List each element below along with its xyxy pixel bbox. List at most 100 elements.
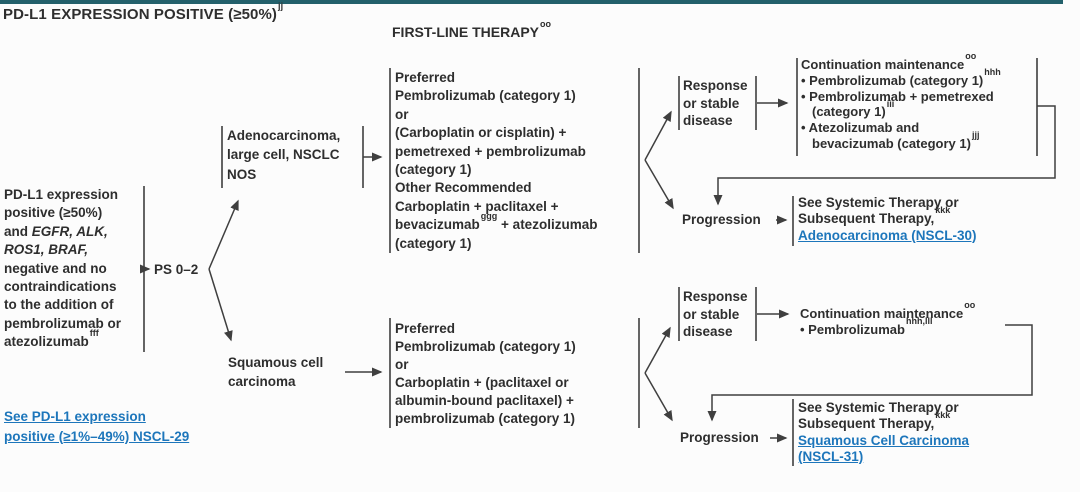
link-line: Squamous Cell Carcinoma bbox=[798, 432, 970, 448]
preferred-heading: Preferred bbox=[395, 70, 456, 85]
text-line: contraindications bbox=[4, 279, 117, 295]
text-run: (category 1) bbox=[812, 104, 886, 120]
maintenance-heading: Continuation maintenanceoo bbox=[800, 301, 975, 322]
text-line: (Carboplatin or cisplatin) + bbox=[395, 125, 567, 141]
footnote: fff bbox=[89, 328, 99, 339]
bullet-item: • Pembrolizumabhhh,lll bbox=[800, 317, 975, 338]
text-run: Continuation maintenance bbox=[800, 306, 964, 321]
adenocarcinoma-label: Adenocarcinoma, large cell, NSCLC NOS bbox=[227, 126, 340, 184]
preferred-heading: Preferred bbox=[395, 321, 456, 336]
top-border-rule bbox=[0, 0, 1063, 4]
text-run: • Pembrolizumab bbox=[800, 322, 905, 337]
link-nscl-29[interactable]: See PD-L1 expression positive (≥1%–49%) … bbox=[4, 407, 189, 446]
text-line: disease bbox=[683, 324, 733, 340]
text-line: Adenocarcinoma, bbox=[227, 128, 341, 143]
text-line: Subsequent Therapy,kkk bbox=[798, 206, 977, 227]
text-run: atezolizumab bbox=[4, 334, 89, 350]
text-run: bevacizumab (category 1) bbox=[812, 135, 971, 151]
text-line: large cell, NSCLC bbox=[227, 147, 340, 163]
text-run: Subsequent Therapy, bbox=[798, 211, 935, 227]
footnote: oo bbox=[965, 51, 977, 62]
criteria-box: PD-L1 expression positive (≥50%) and EGF… bbox=[4, 186, 146, 352]
response-stable-label-top: Response or stable disease bbox=[683, 77, 748, 130]
link-nscl-31[interactable]: Squamous Cell Carcinoma (NSCL-31) bbox=[798, 433, 969, 466]
progression-label-bottom: Progression bbox=[680, 430, 759, 445]
text-line: Response bbox=[683, 78, 748, 93]
text-run: and bbox=[4, 223, 32, 239]
text-line: Carboplatin + paclitaxel + bbox=[395, 198, 559, 214]
text-line: pembrolizumab (category 1) bbox=[395, 411, 576, 426]
feedback-line-top bbox=[713, 105, 1056, 206]
link-nscl-30[interactable]: Adenocarcinoma (NSCL-30) bbox=[798, 227, 977, 243]
link-line: (NSCL-31) bbox=[798, 448, 864, 464]
performance-status-label: PS 0–2 bbox=[154, 262, 199, 277]
text-run: • Pembrolizumab (category 1) bbox=[801, 72, 984, 88]
text-line: See Systemic Therapy or bbox=[798, 195, 959, 210]
first-line-therapy-heading: FIRST-LINE THERAPYoo bbox=[392, 19, 551, 41]
text-line: Pembrolizumab (category 1) bbox=[395, 88, 576, 104]
text-line: pembrolizumab or bbox=[4, 315, 122, 331]
text-run: + atezolizumab bbox=[497, 217, 598, 233]
feedback-lines bbox=[707, 105, 1056, 422]
text-run: bevacizumab bbox=[395, 217, 480, 233]
text-line: atezolizumabfff bbox=[4, 329, 146, 351]
see-therapy-box-adeno: See Systemic Therapy or Subsequent Thera… bbox=[798, 195, 977, 244]
footnote: ggg bbox=[480, 211, 498, 222]
title-text: PD-L1 EXPRESSION POSITIVE (≥50%) bbox=[3, 6, 277, 23]
text-line: or bbox=[395, 106, 409, 122]
bullet-item: • Pembrolizumab + pemetrexed bbox=[801, 88, 994, 104]
bullet-item-continuation: (category 1)iii bbox=[801, 99, 1001, 120]
text-line: (category 1) bbox=[395, 162, 472, 178]
footnote: kkk bbox=[935, 410, 951, 421]
link-line: See PD-L1 expression bbox=[4, 409, 146, 424]
footnote: jjj bbox=[971, 130, 980, 141]
text-line: PD-L1 expression bbox=[4, 187, 119, 202]
bullet-item-continuation: bevacizumab (category 1)jjj bbox=[801, 131, 1001, 152]
text-line: Pembrolizumab (category 1) bbox=[395, 339, 576, 354]
text-line: albumin-bound paclitaxel) + bbox=[395, 393, 574, 408]
text-line: disease bbox=[683, 113, 733, 129]
bullet-item: • Atezolizumab and bbox=[801, 120, 920, 136]
footnote: kkk bbox=[935, 205, 951, 216]
link-line: positive (≥1%–49%) NSCL-29 bbox=[4, 428, 190, 444]
response-stable-label-bottom: Response or stable disease bbox=[683, 288, 748, 341]
text-line: Carboplatin + (paclitaxel or bbox=[395, 375, 569, 390]
gene-names: EGFR, ALK, bbox=[31, 223, 108, 239]
text-line: bevacizumabggg + atezolizumab bbox=[395, 212, 598, 234]
bullet-item: • Pembrolizumab (category 1)hhh bbox=[801, 67, 1001, 89]
text-line: NOS bbox=[227, 166, 257, 182]
see-therapy-box-squamous: See Systemic Therapy or Subsequent Thera… bbox=[798, 400, 969, 465]
squamous-regimen-box: Preferred Pembrolizumab (category 1) or … bbox=[395, 320, 576, 428]
text-line: and EGFR, ALK, bbox=[4, 223, 146, 241]
footnote: hhh bbox=[984, 66, 1001, 77]
text-line: (category 1) bbox=[395, 235, 472, 251]
footnote: hhh,lll bbox=[905, 316, 933, 327]
text-line: to the addition of bbox=[4, 297, 114, 313]
text-line: Subsequent Therapy,kkk bbox=[798, 411, 969, 432]
gene-names: ROS1, BRAF, bbox=[4, 242, 89, 258]
text-line: See Systemic Therapy or bbox=[798, 400, 959, 415]
heading-text: FIRST-LINE THERAPY bbox=[392, 24, 540, 40]
title-footnote: jj bbox=[278, 0, 284, 11]
maintenance-box-squamous: Continuation maintenanceoo • Pembrolizum… bbox=[800, 301, 975, 338]
bracket-bars bbox=[143, 58, 1038, 466]
heading-footnote: oo bbox=[540, 18, 552, 29]
text-run: Continuation maintenance bbox=[801, 57, 965, 72]
text-line: carcinoma bbox=[228, 374, 296, 389]
text-line: ROS1, BRAF, bbox=[4, 241, 146, 259]
maintenance-heading: Continuation maintenanceoo bbox=[801, 52, 1001, 73]
text-line: Response bbox=[683, 289, 748, 304]
feedback-line-bottom bbox=[707, 324, 1033, 422]
footnote: oo bbox=[964, 300, 976, 311]
squamous-label: Squamous cell carcinoma bbox=[228, 353, 323, 391]
adeno-regimen-box: Preferred Pembrolizumab (category 1) or … bbox=[395, 69, 597, 253]
footnote: iii bbox=[886, 98, 895, 109]
text-line: positive (≥50%) bbox=[4, 205, 103, 221]
text-line: or stable bbox=[683, 306, 740, 322]
text-line: or stable bbox=[683, 95, 740, 111]
text-line: pemetrexed + pembrolizumab bbox=[395, 143, 586, 159]
text-line: negative and no bbox=[4, 260, 107, 276]
maintenance-box-adeno: Continuation maintenanceoo • Pembrolizum… bbox=[801, 52, 1001, 152]
